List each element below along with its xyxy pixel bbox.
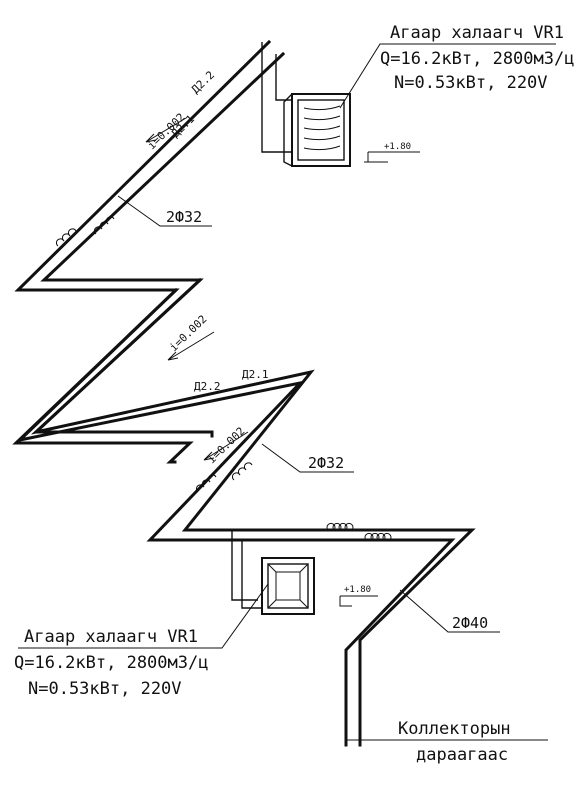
lower-elevation-mark bbox=[339, 595, 378, 607]
upper-heater-leader bbox=[339, 43, 556, 109]
size-leader-upper bbox=[117, 195, 212, 227]
pipe-mid-outer bbox=[15, 287, 456, 747]
lower-heater-specs-2: N=0.53кВт, 220V bbox=[28, 679, 182, 699]
lower-elevation-label: +1.80 bbox=[344, 585, 371, 595]
pipe-d21-outer bbox=[12, 39, 272, 464]
pipe-label-d22-top: Д2.2 bbox=[189, 68, 217, 96]
size-label-lower: 2Ф40 bbox=[452, 614, 488, 632]
upper-heater-specs-2: N=0.53кВт, 220V bbox=[394, 73, 548, 93]
upper-elevation-label: +1.80 bbox=[384, 142, 411, 152]
size-label-middle: 2Ф32 bbox=[308, 454, 344, 472]
size-label-upper: 2Ф32 bbox=[166, 208, 202, 226]
lower-heater-icon bbox=[261, 557, 315, 615]
pipe-label-d21-middle: Д2.1 bbox=[242, 368, 269, 381]
lower-heater-leader bbox=[18, 583, 269, 649]
lower-heater-title: Агаар халаагч VR1 bbox=[24, 627, 198, 647]
pipe-branch-lower bbox=[231, 530, 262, 609]
slope-arrows bbox=[145, 117, 249, 461]
size-leader-middle bbox=[261, 443, 354, 473]
compensator-coils bbox=[55, 216, 392, 541]
collector-label-1: Коллекторын bbox=[398, 719, 511, 739]
upper-heater-specs-1: Q=16.2кВт, 2800м3/ц bbox=[380, 49, 574, 69]
upper-elevation-mark bbox=[364, 151, 420, 163]
upper-heater-icon bbox=[283, 93, 351, 167]
pipe-mid-inner bbox=[30, 277, 476, 747]
upper-heater-title: Агаар халаагч VR1 bbox=[390, 23, 564, 43]
collector-label-2: дараагаас bbox=[416, 745, 508, 765]
pipe-label-d22-middle: Д2.2 bbox=[194, 380, 221, 393]
lower-heater-specs-1: Q=16.2кВт, 2800м3/ц bbox=[14, 653, 208, 673]
size-leader-lower bbox=[399, 589, 500, 633]
